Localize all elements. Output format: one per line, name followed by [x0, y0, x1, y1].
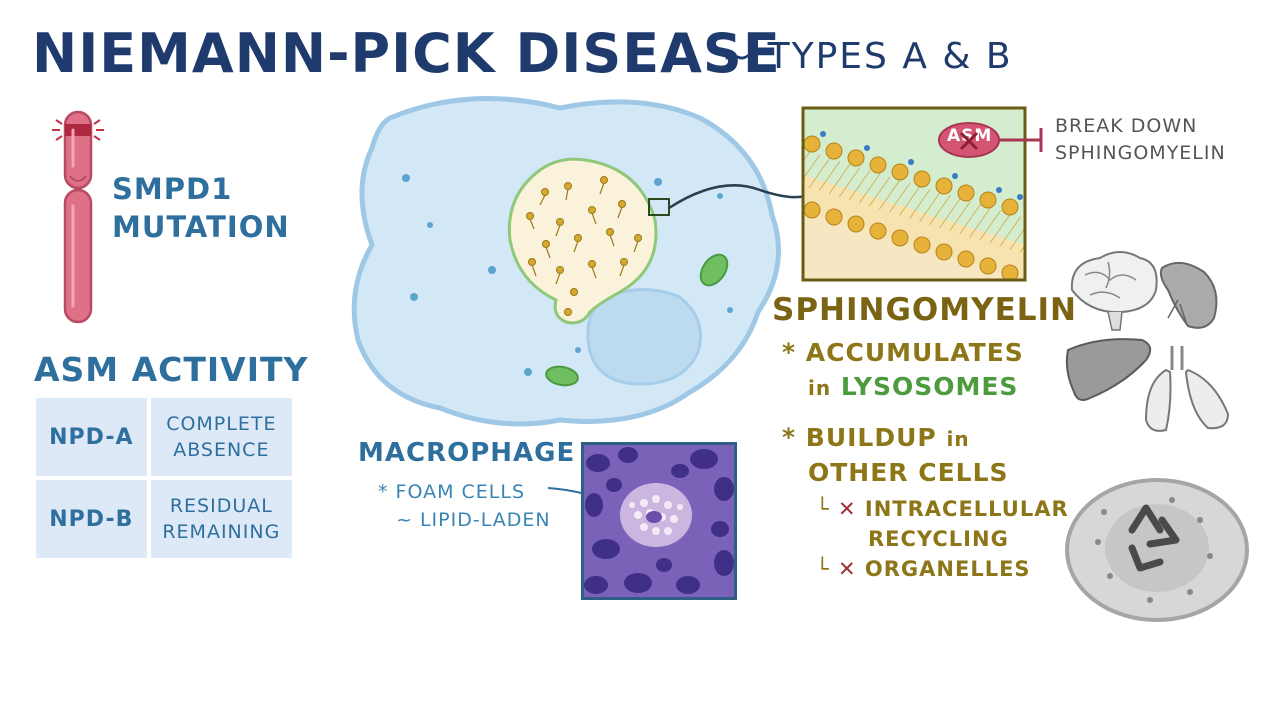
- page-subtitle: ~ TYPES A & B: [722, 36, 1013, 77]
- chromosome-icon: [52, 110, 104, 324]
- buildup-in: in: [946, 427, 970, 451]
- buildup-bullet: * BUILDUP in: [782, 421, 1069, 456]
- in-word: in: [808, 376, 832, 400]
- x-icon: ✕: [837, 557, 857, 581]
- gene-mutation-text: MUTATION: [112, 210, 290, 244]
- sphingomyelin-title: SPHINGOMYELIN: [772, 292, 1077, 328]
- other-cells-line: OTHER CELLS: [808, 458, 1009, 487]
- elbow-icon: └: [816, 557, 830, 581]
- x-icon: [959, 131, 979, 151]
- lungs-icon: [1144, 346, 1230, 432]
- recycle-cell-icon: [1065, 478, 1249, 622]
- gene-name: SMPD1: [112, 172, 233, 206]
- npd-b-desc-line2: REMAINING: [162, 521, 281, 543]
- break-down-line2: SPHINGOMYELIN: [1055, 142, 1226, 164]
- npd-a-desc: COMPLETE ABSENCE: [150, 398, 292, 476]
- npd-b-desc-line1: RESIDUAL: [169, 495, 273, 517]
- break-down-line1: BREAK DOWN: [1055, 115, 1198, 137]
- spleen-icon: [1159, 261, 1218, 329]
- asm-enzyme-label: ASM: [947, 126, 993, 146]
- break-down-label: BREAK DOWN SPHINGOMYELIN: [1055, 113, 1226, 167]
- membrane-bilayer-icon: [801, 106, 1043, 282]
- organelles-item: └ ✕ ORGANELLES: [782, 554, 1069, 584]
- table-row: NPD-A COMPLETE ABSENCE: [36, 398, 292, 476]
- recycling-item: └ ✕ INTRACELLULAR: [782, 494, 1069, 524]
- foam-cells-note: * FOAM CELLS: [378, 481, 526, 503]
- table-row: NPD-B RESIDUAL REMAINING: [36, 480, 292, 558]
- sphingomyelin-bullets: * ACCUMULATES in LYSOSOMES * BUILDUP in …: [782, 336, 1069, 584]
- accumulates-bullet: * ACCUMULATES: [782, 338, 1024, 367]
- npd-a-type: NPD-A: [36, 398, 147, 476]
- buildup-word: * BUILDUP: [782, 423, 937, 452]
- lipid-laden-note: ~ LIPID-LADEN: [396, 509, 551, 531]
- npd-a-desc-line1: COMPLETE: [166, 413, 277, 435]
- x-icon: ✕: [837, 497, 857, 521]
- liver-icon: [1065, 338, 1152, 401]
- npd-a-desc-line2: ABSENCE: [173, 439, 270, 461]
- npd-b-desc: RESIDUAL REMAINING: [150, 480, 292, 558]
- brain-icon: [1070, 251, 1158, 331]
- lysosomes-word: LYSOSOMES: [840, 372, 1019, 401]
- elbow-icon: └: [816, 497, 830, 521]
- foam-cell-micrograph: [581, 442, 737, 600]
- organelles-word: ORGANELLES: [864, 557, 1031, 581]
- intracellular-word: INTRACELLULAR: [864, 497, 1069, 521]
- gene-mutation-label: SMPD1 MUTATION: [112, 170, 290, 246]
- page-title: NIEMANN-PICK DISEASE: [32, 22, 781, 85]
- npd-b-type: NPD-B: [36, 480, 147, 558]
- lysosomes-line: in LYSOSOMES: [782, 370, 1069, 405]
- recycling-word: RECYCLING: [868, 527, 1009, 551]
- macrophage-label: MACROPHAGE: [358, 438, 576, 468]
- lysosome-icon: [507, 157, 806, 325]
- asm-activity-table: NPD-A COMPLETE ABSENCE NPD-B RESIDUAL RE…: [32, 394, 296, 562]
- macrophage-notes: * FOAM CELLS ~ LIPID-LADEN: [378, 478, 551, 534]
- asm-activity-heading: ASM ACTIVITY: [34, 350, 309, 389]
